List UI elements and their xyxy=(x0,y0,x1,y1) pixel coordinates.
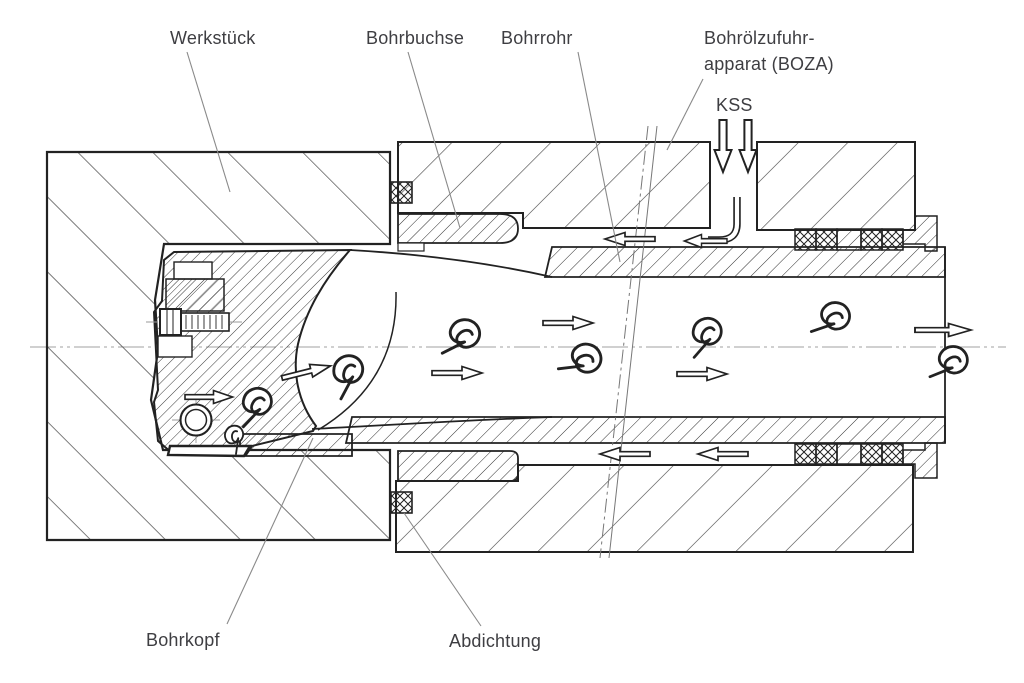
sealing-ring-bottom xyxy=(390,491,413,514)
drill-body-funnel-top xyxy=(349,249,553,278)
label-bohrrohr: Bohrrohr xyxy=(501,28,573,48)
cutting-insert-shoe xyxy=(166,444,253,458)
sealing-ring-top xyxy=(390,181,413,204)
screw-threads xyxy=(185,315,223,329)
chip-icon xyxy=(928,340,972,387)
seal-pack-top xyxy=(794,228,904,251)
drill-body-funnel-bottom xyxy=(311,416,553,430)
leader-bohrkopf xyxy=(226,437,314,625)
end-flange-bottom xyxy=(902,442,938,479)
leader-bohrbuchse xyxy=(407,51,461,229)
coolant-arrow-icon xyxy=(697,446,749,462)
drill-bushing-top xyxy=(397,213,519,244)
coolant-arrow-icon xyxy=(604,231,656,247)
leader-bohrrohr xyxy=(577,51,621,263)
chip-icon xyxy=(440,315,484,361)
flow-arrow-icon xyxy=(914,322,972,338)
kss-arrow-icon xyxy=(738,119,758,173)
leader-abdichtung xyxy=(403,512,482,627)
leader-lines xyxy=(186,51,704,627)
drill-bushing-bottom xyxy=(397,450,519,482)
drill-head xyxy=(146,248,353,458)
drill-tube-wall-bottom xyxy=(344,416,946,444)
leader-werkstueck xyxy=(186,51,231,193)
label-bohrkopf: Bohrkopf xyxy=(146,630,220,650)
workpiece-section xyxy=(45,150,392,542)
label-abdichtung: Abdichtung xyxy=(449,631,541,651)
chip-icon xyxy=(685,314,728,359)
chip-icon xyxy=(556,335,608,388)
label-kss: KSS xyxy=(716,95,753,115)
insert-clamp-step xyxy=(173,261,213,280)
flow-arrow-icon xyxy=(676,366,728,382)
label-werkstueck: Werkstück xyxy=(170,28,256,48)
flow-arrow-icon xyxy=(431,365,483,381)
pad-pocket xyxy=(157,335,193,358)
boza-housing-top-right xyxy=(756,141,916,231)
kss-inlet-bend xyxy=(708,197,741,244)
leader-boza xyxy=(666,78,704,151)
end-flange-top xyxy=(902,215,938,252)
break-line-left xyxy=(599,125,649,559)
drill-tube-wall-top xyxy=(543,246,946,278)
clamping-screw xyxy=(146,308,242,336)
label-boza-line2: apparat (BOZA) xyxy=(704,54,834,74)
flow-arrow-icon xyxy=(542,315,594,331)
guide-pad xyxy=(172,395,222,446)
chip-icon xyxy=(809,296,855,343)
kss-supply-arrows xyxy=(713,119,758,173)
break-line-right xyxy=(608,125,658,559)
label-bohrbuchse: Bohrbuchse xyxy=(366,28,464,48)
insert-clamp-block xyxy=(165,278,225,312)
coolant-arrow-icon xyxy=(599,446,651,462)
drill-bushing-top-lip xyxy=(397,242,425,252)
drill-head-throat-arc xyxy=(317,291,397,431)
kss-arrow-icon xyxy=(713,119,733,173)
boza-housing-bottom xyxy=(395,464,914,553)
boza-housing-top-left xyxy=(397,141,711,229)
label-boza-line1: Bohrölzufuhr- xyxy=(704,28,815,48)
seal-pack-bottom xyxy=(794,443,904,465)
